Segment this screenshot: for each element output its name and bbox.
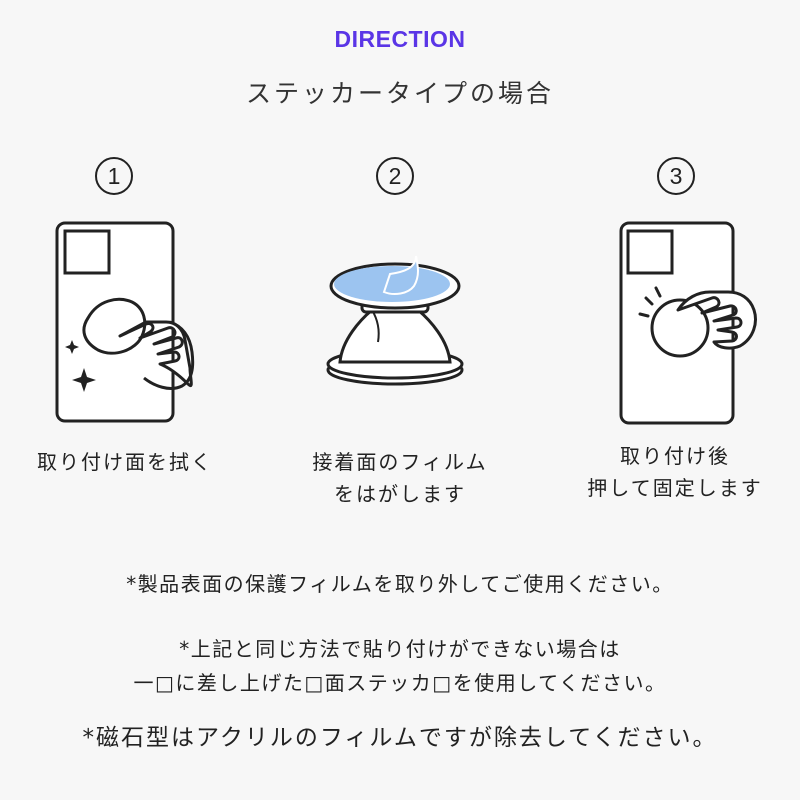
note-magnetic-film: *磁石型はアクリルのフィルムですが除去してください。 xyxy=(82,725,718,751)
step-number-2: 2 xyxy=(376,157,414,195)
page-subtitle: ステッカータイプの場合 xyxy=(245,79,554,108)
note-alternative-sticker: *上記と同じ方法で貼り付けができない場合は 一□に差し上げた□面ステッカ□を使用… xyxy=(0,632,800,700)
step-3-caption: 取り付け後 押して固定します xyxy=(570,440,780,504)
grip-peel-film-icon xyxy=(326,255,464,386)
step-number-3: 3 xyxy=(657,157,695,195)
note-line: 一□に差し上げた□面ステッカ□を使用してください。 xyxy=(133,671,667,695)
caption-line: 取り付け面を拭く xyxy=(37,450,213,474)
step-2-caption: 接着面のフィルム をはがします xyxy=(295,446,505,510)
caption-line: 押して固定します xyxy=(587,476,763,500)
caption-line: 接着面のフィルム xyxy=(312,450,488,474)
caption-line: 取り付け後 xyxy=(620,444,730,468)
note-protective-film: *製品表面の保護フィルムを取り外してご使用ください。 xyxy=(126,572,674,596)
page-title: DIRECTION xyxy=(334,26,466,52)
phone-press-icon xyxy=(619,221,757,425)
phone-wipe-icon xyxy=(55,221,195,423)
step-1-caption: 取り付け面を拭く xyxy=(20,446,230,478)
note-line: *上記と同じ方法で貼り付けができない場合は xyxy=(179,637,621,661)
caption-line: をはがします xyxy=(334,482,466,506)
step-number-1: 1 xyxy=(95,157,133,195)
